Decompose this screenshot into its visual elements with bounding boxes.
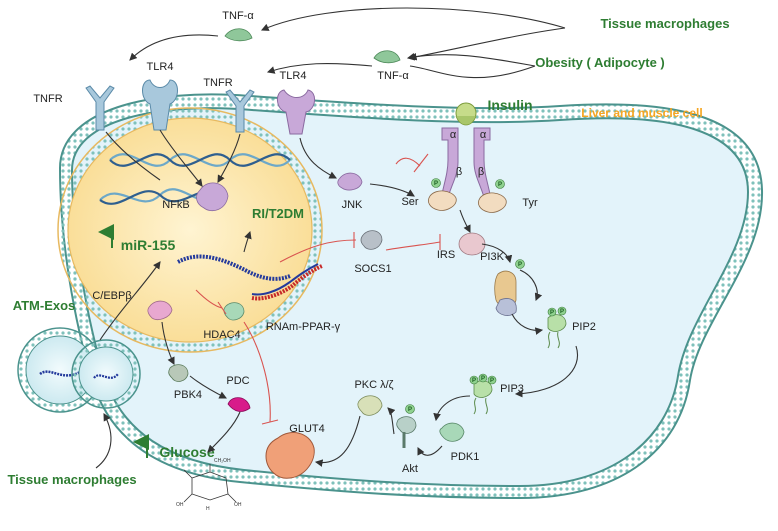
akt-protein: P Akt xyxy=(396,404,418,475)
nfkb-protein: NFkB xyxy=(162,182,229,212)
label-liver-muscle: Liver and muscle cell xyxy=(581,106,702,120)
label-rnam-ppar: RNAm-PPAR-γ xyxy=(266,321,341,333)
svg-text:OH: OH xyxy=(176,502,184,508)
label-insulin: Insulin xyxy=(487,97,532,113)
svg-text:PBK4: PBK4 xyxy=(174,389,202,401)
svg-text:JNK: JNK xyxy=(342,199,363,211)
label-tlr4-mid: TLR4 xyxy=(280,70,307,82)
svg-text:H: H xyxy=(206,506,210,512)
hdac4-protein: HDAC4 xyxy=(203,302,245,341)
svg-text:PIP2: PIP2 xyxy=(572,321,596,333)
pip2-protein: P P PIP2 xyxy=(547,306,596,349)
tnfr-receptor-mid xyxy=(225,89,255,133)
label-tyr: Tyr xyxy=(522,197,538,209)
arrows-top xyxy=(129,7,566,79)
svg-text:OH: OH xyxy=(234,502,242,508)
label-atm-exos: ATM-Exos xyxy=(13,298,76,313)
insulin-molecule xyxy=(455,102,477,126)
label-tlr4-left: TLR4 xyxy=(147,61,174,73)
svg-text:P: P xyxy=(550,310,554,316)
label-glucose: Glucose xyxy=(159,444,214,460)
svg-text:P: P xyxy=(472,378,476,384)
label-ri-t2dm: RI/T2DM xyxy=(252,206,304,221)
svg-text:P: P xyxy=(434,181,438,187)
svg-text:β: β xyxy=(478,166,484,178)
label-tissue-macrophages-top: Tissue macrophages xyxy=(600,16,729,31)
pi3k-protein: P PI3K xyxy=(480,251,525,316)
kinase-domain-ser: P xyxy=(428,178,457,211)
pdk1-protein: PDK1 xyxy=(439,422,480,463)
tnfr-receptor-left xyxy=(85,85,115,131)
inhibition-lines xyxy=(195,153,441,425)
kinase-domain-tyr: P xyxy=(478,179,507,213)
exosome-right xyxy=(71,339,141,409)
label-mir155: miR-155 xyxy=(121,237,176,253)
label-ser: Ser xyxy=(401,196,418,208)
pbk4-protein: PBK4 xyxy=(168,364,202,401)
pip3-protein: P P P PIP3 xyxy=(469,373,524,415)
mir155-strand xyxy=(177,254,291,281)
svg-text:Akt: Akt xyxy=(402,463,418,475)
svg-text:TNF-α: TNF-α xyxy=(222,10,254,22)
svg-text:β: β xyxy=(456,166,462,178)
svg-text:P: P xyxy=(498,182,502,188)
svg-text:C/EBPβ: C/EBPβ xyxy=(92,290,131,302)
svg-text:α: α xyxy=(480,129,487,141)
svg-text:PDC: PDC xyxy=(226,375,249,387)
glut4-transporter: GLUT4 xyxy=(265,423,325,479)
glucose-structure xyxy=(183,464,237,503)
tnf-alpha-molecule-mid: TNF-α xyxy=(373,50,409,82)
svg-text:TNF-α: TNF-α xyxy=(377,70,409,82)
svg-text:GLUT4: GLUT4 xyxy=(289,423,324,435)
svg-text:P: P xyxy=(481,376,485,382)
pdc-protein: PDC xyxy=(226,375,251,412)
pkc-protein: PKC λ/ζ xyxy=(354,379,394,416)
label-tnfr-left: TNFR xyxy=(33,93,62,105)
svg-text:PI3K: PI3K xyxy=(480,251,505,263)
svg-text:P: P xyxy=(490,378,494,384)
svg-text:α: α xyxy=(450,129,457,141)
tlr4-receptor-left xyxy=(142,79,178,131)
svg-text:SOCS1: SOCS1 xyxy=(354,263,391,275)
nucleus xyxy=(67,117,313,343)
svg-text:P: P xyxy=(408,407,412,413)
svg-text:CH₂OH: CH₂OH xyxy=(214,458,231,464)
label-tissue-macrophages-bottom: Tissue macrophages xyxy=(7,472,136,487)
label-tnfr-mid: TNFR xyxy=(203,77,232,89)
svg-text:PKC λ/ζ: PKC λ/ζ xyxy=(354,379,393,391)
signaling-arrows xyxy=(95,129,578,469)
svg-text:PDK1: PDK1 xyxy=(451,451,480,463)
irs-protein: IRS xyxy=(437,232,486,261)
jnk-protein: JNK xyxy=(337,172,363,211)
svg-text:HDAC4: HDAC4 xyxy=(203,329,240,341)
cebpb-protein: C/EBPβ xyxy=(92,290,173,320)
svg-text:P: P xyxy=(518,262,522,268)
label-obesity: Obesity ( Adipocyte ) xyxy=(535,55,665,70)
tnf-alpha-molecule-top: TNF-α xyxy=(222,10,254,42)
svg-text:NFkB: NFkB xyxy=(162,199,190,211)
tlr4-receptor-mid xyxy=(277,89,315,135)
svg-text:IRS: IRS xyxy=(437,249,455,261)
insulin-receptor: α α β β xyxy=(439,127,493,207)
socs1-protein: SOCS1 xyxy=(354,230,392,275)
svg-text:P: P xyxy=(560,309,564,315)
rnam-ppar-strand xyxy=(251,264,323,301)
